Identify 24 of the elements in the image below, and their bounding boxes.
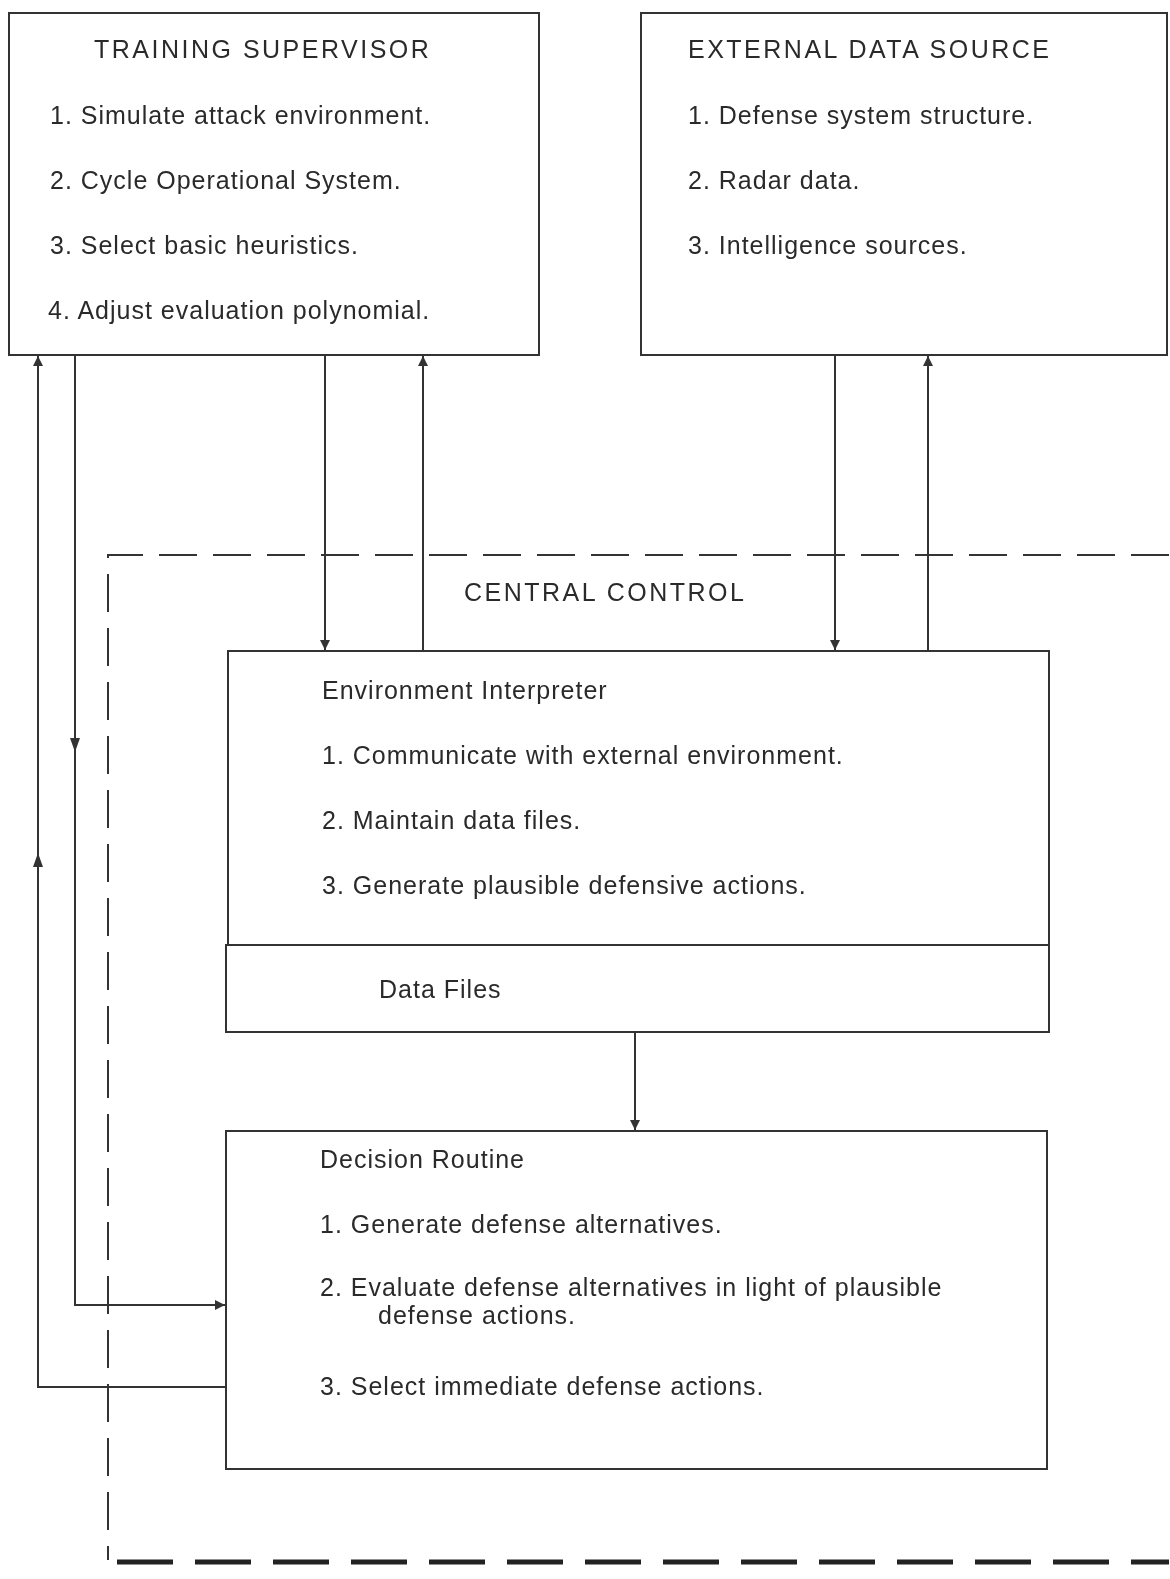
process-box <box>640 12 1168 356</box>
list-item: 2. Maintain data files. <box>322 807 582 835</box>
list-item: 2. Radar data. <box>688 167 861 195</box>
heading: EXTERNAL DATA SOURCE <box>688 36 1052 64</box>
process-box <box>227 650 1050 946</box>
data-store-band <box>225 944 1050 1033</box>
list-item: 4. Adjust evaluation polynomial. <box>48 297 431 325</box>
heading: TRAINING SUPERVISOR <box>94 36 432 64</box>
list-item: 1. Defense system structure. <box>688 102 1035 130</box>
list-item: 3. Select basic heuristics. <box>50 232 360 260</box>
heading: Decision Routine <box>320 1146 525 1174</box>
list-item: 1. Generate defense alternatives. <box>320 1211 723 1239</box>
list-item: 3. Select immediate defense actions. <box>320 1373 765 1401</box>
process-box <box>225 1130 1048 1470</box>
list-item: 2. Cycle Operational System. <box>50 167 402 195</box>
list-item: 1. Communicate with external environment. <box>322 742 844 770</box>
list-item: 1. Simulate attack environment. <box>50 102 432 130</box>
process-box <box>8 12 540 356</box>
list-item: 3. Intelligence sources. <box>688 232 968 260</box>
list-item: 2. Evaluate defense alternatives in light of plausible defense actions. <box>320 1274 944 1329</box>
heading: Environment Interpreter <box>322 677 608 705</box>
heading: CENTRAL CONTROL <box>464 579 747 607</box>
list-item: 3. Generate plausible defensive actions. <box>322 872 807 900</box>
heading: Data Files <box>379 976 502 1004</box>
